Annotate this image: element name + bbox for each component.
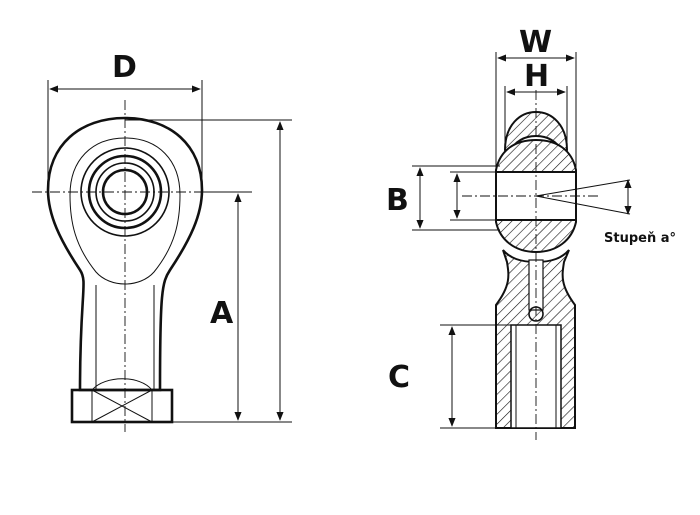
label-c: C <box>388 360 410 395</box>
label-b: B <box>386 183 409 218</box>
label-h: H <box>524 59 549 94</box>
hex-nut-arc <box>91 378 153 391</box>
hex-nut-diagonals <box>91 389 153 423</box>
hex-nut-faces <box>91 390 153 422</box>
angle-ray-bottom <box>535 195 631 215</box>
front-inner-contour <box>69 137 181 285</box>
section-view <box>412 52 632 440</box>
hex-nut <box>70 388 174 424</box>
angle-ray-top <box>535 179 631 197</box>
front-shank-lines <box>95 285 155 390</box>
label-d: D <box>112 50 137 85</box>
label-a: A <box>210 296 234 331</box>
label-angle: Stupeň a° <box>604 231 676 246</box>
label-w: W <box>519 25 552 60</box>
thread-bore <box>510 324 562 429</box>
thread-lines <box>515 325 557 428</box>
front-view <box>32 80 292 432</box>
